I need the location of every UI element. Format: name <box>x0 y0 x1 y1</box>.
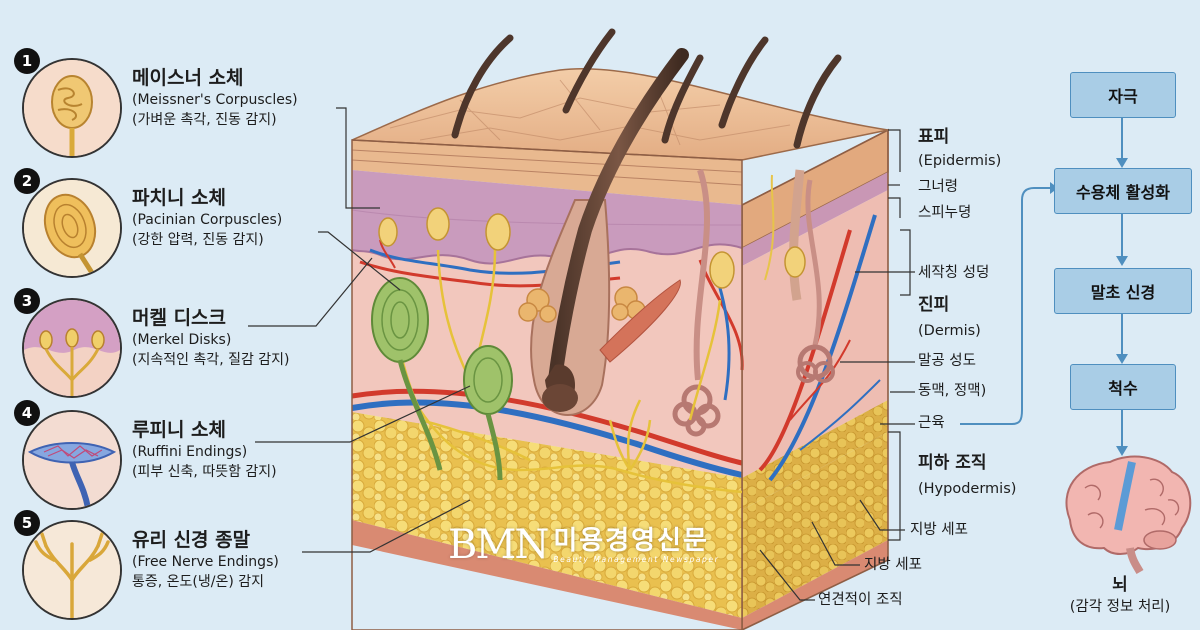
free-nerve-ending-icon <box>22 520 122 620</box>
receptor-title: 유리 신경 종말 <box>132 529 251 551</box>
leader-lines <box>248 107 915 601</box>
receptor-ruffini: 4 루피니 소체 (Ruffini Endings) (피부 신축, 따뜻함 감… <box>0 400 340 520</box>
merkel-disk-icon <box>22 298 122 398</box>
receptor-number: 4 <box>14 400 40 426</box>
receptor-desc: (피부 신축, 따뜻함 감지) <box>132 464 277 480</box>
side-sweat-gland <box>796 179 835 383</box>
meissner-corpuscle-icon <box>22 58 122 158</box>
pacinian-corpuscle-icon <box>22 178 122 278</box>
flow-step-peripheral-nerve: 말초 신경 <box>1054 268 1192 314</box>
receptor-desc: (가벼운 촉각, 진동 감지) <box>132 112 277 128</box>
label-dermis-en: (Dermis) <box>918 323 981 339</box>
label-sebaceous-gland: 세작칭 성덩 <box>918 265 990 281</box>
label-muscle: 근육 <box>918 415 945 431</box>
receptor-en: (Merkel Disks) <box>132 332 232 348</box>
label-granular-layer: 그너령 <box>918 179 959 195</box>
artery-band <box>351 388 743 466</box>
label-dermis: 진피 <box>918 295 950 315</box>
receptor-en: (Ruffini Endings) <box>132 444 248 460</box>
label-sweat-gland: 말공 성도 <box>918 353 976 369</box>
receptor-desc: 통증, 온도(냉/온) 감지 <box>132 574 265 590</box>
receptor-number: 1 <box>14 48 40 74</box>
label-fat-cell-2: 지방 세포 <box>864 557 922 573</box>
label-fat-cell-1: 지방 세포 <box>910 522 968 538</box>
watermark-korean: 미용경영신문 <box>553 525 709 556</box>
receptor-title: 루피니 소체 <box>132 419 227 441</box>
receptor-title: 파치니 소체 <box>132 187 227 209</box>
receptor-pacinian: 2 파치니 소체 (Pacinian Corpuscles) (강한 압력, 진… <box>0 168 340 288</box>
label-connective-tissue: 연견적이 조직 <box>818 592 903 608</box>
label-hypodermis: 피하 조직 <box>918 453 987 473</box>
receptor-title: 머켈 디스크 <box>132 307 227 329</box>
flow-connectors <box>960 118 1123 448</box>
receptor-en: (Pacinian Corpuscles) <box>132 212 283 228</box>
flow-step-spinal-cord: 척수 <box>1070 364 1176 410</box>
receptor-en: (Free Nerve Endings) <box>132 554 279 570</box>
receptor-number: 3 <box>14 288 40 314</box>
receptor-desc: (강한 압력, 진동 감지) <box>132 232 264 248</box>
label-vessels: 동맥, 정맥) <box>918 383 987 399</box>
pacinian-in-skin <box>371 277 513 481</box>
flow-brain-desc: (감각 정보 처리) <box>1069 599 1171 615</box>
watermark-english: Beauty Management Newspaper <box>553 554 720 564</box>
label-epidermis-en: (Epidermis) <box>918 153 1002 169</box>
main-hair-follicle <box>518 48 689 416</box>
vein-band <box>351 399 743 478</box>
receptor-merkel: 3 머켈 디스크 (Merkel Disks) (지속적인 촉각, 질감 감지) <box>0 288 340 408</box>
receptor-en: (Meissner's Corpuscles) <box>132 92 298 108</box>
hypodermis-fat <box>352 412 742 618</box>
label-epidermis: 표피 <box>918 127 950 147</box>
flow-brain-label: 뇌 <box>1112 575 1128 595</box>
ruffini-ending-icon <box>22 410 122 510</box>
block-front-face <box>351 140 744 630</box>
label-hypodermis-en: (Hypodermis) <box>918 481 1017 497</box>
receptor-meissner: 1 메이스너 소체 (Meissner's Corpuscles) (가벼운 촉… <box>0 48 340 168</box>
receptor-number: 2 <box>14 168 40 194</box>
sweat-gland-coil <box>672 169 721 437</box>
receptor-desc: (지속적인 촉각, 질감 감지) <box>132 352 290 368</box>
brain-icon <box>1065 455 1192 575</box>
block-side-face <box>741 128 889 630</box>
receptor-free-nerve: 5 유리 신경 종말 (Free Nerve Endings) 통증, 온도(냉… <box>0 510 340 630</box>
watermark-logo: BMN <box>448 522 549 568</box>
receptor-title: 메이스너 소체 <box>132 67 244 89</box>
flow-step-receptor-activation: 수용체 활성화 <box>1054 168 1192 214</box>
flow-step-stimulus: 자극 <box>1070 72 1176 118</box>
meissner-in-skin <box>378 207 806 289</box>
receptor-number: 5 <box>14 510 40 536</box>
label-spinous-layer: 스피누뎡 <box>918 205 972 221</box>
hair-shafts <box>451 28 842 149</box>
newspaper-watermark: BMN 미용경영신문 Beauty Management Newspaper <box>448 520 719 570</box>
